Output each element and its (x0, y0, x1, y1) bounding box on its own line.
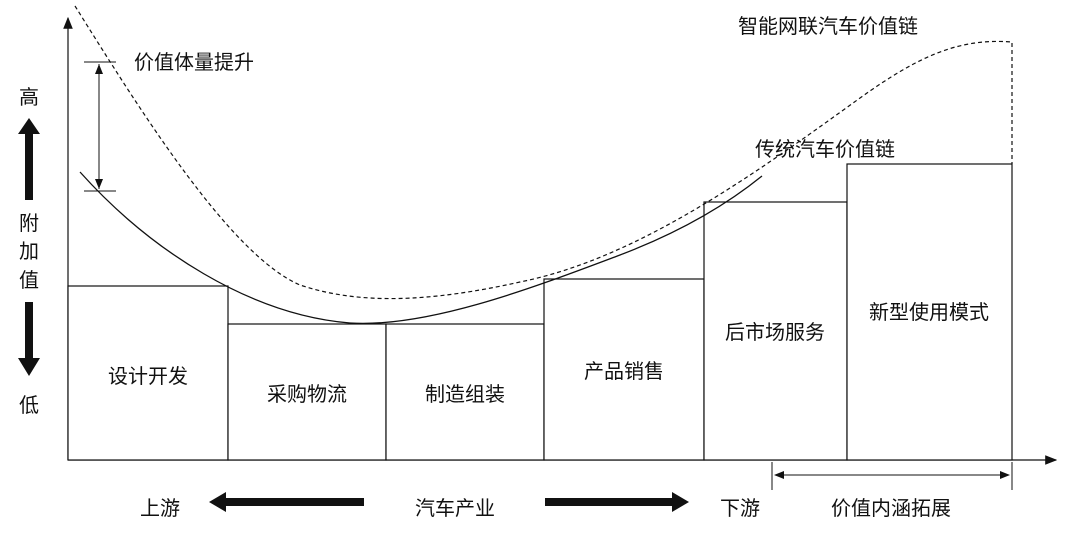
stage-box-new-usage (846, 163, 1013, 461)
stage-box-manufacturing (385, 323, 545, 461)
stage-label: 设计开发 (108, 364, 188, 388)
stage-box-design (67, 285, 229, 461)
stage-label: 后市场服务 (725, 320, 825, 344)
value-uplift-label: 价值体量提升 (134, 50, 254, 74)
left-arrow-icon (209, 492, 364, 512)
value-extension-label: 价值内涵拓展 (831, 496, 951, 520)
y-axis-value-label: 附 (19, 211, 39, 235)
connected-vehicle-curve (74, 5, 1013, 300)
up-arrow-icon (18, 118, 40, 200)
industry-label: 汽车产业 (415, 496, 495, 520)
down-arrow-icon (18, 302, 40, 376)
stage-box-sales (543, 278, 705, 461)
y-axis-value-label: 值 (19, 268, 39, 292)
stage-label: 产品销售 (584, 359, 664, 383)
downstream-label: 下游 (720, 496, 760, 520)
stage-boxes (67, 163, 1013, 461)
stage-label: 新型使用模式 (869, 300, 989, 324)
stage-box-procurement (227, 323, 387, 461)
traditional-vehicle-curve-label: 传统汽车价值链 (755, 137, 895, 161)
value-extension-range (771, 462, 1013, 490)
traditional-vehicle-curve (79, 171, 763, 325)
y-axis-low-label: 低 (19, 393, 39, 417)
upstream-label: 上游 (140, 496, 180, 520)
stage-label: 采购物流 (267, 382, 347, 406)
value-uplift-bracket (84, 61, 116, 192)
y-axis-value-label: 加 (19, 239, 39, 263)
right-arrow-icon (545, 492, 689, 512)
connected-vehicle-curve-label: 智能网联汽车价值链 (738, 14, 918, 38)
y-axis-high-label: 高 (19, 85, 39, 109)
stage-label: 制造组装 (425, 382, 505, 406)
